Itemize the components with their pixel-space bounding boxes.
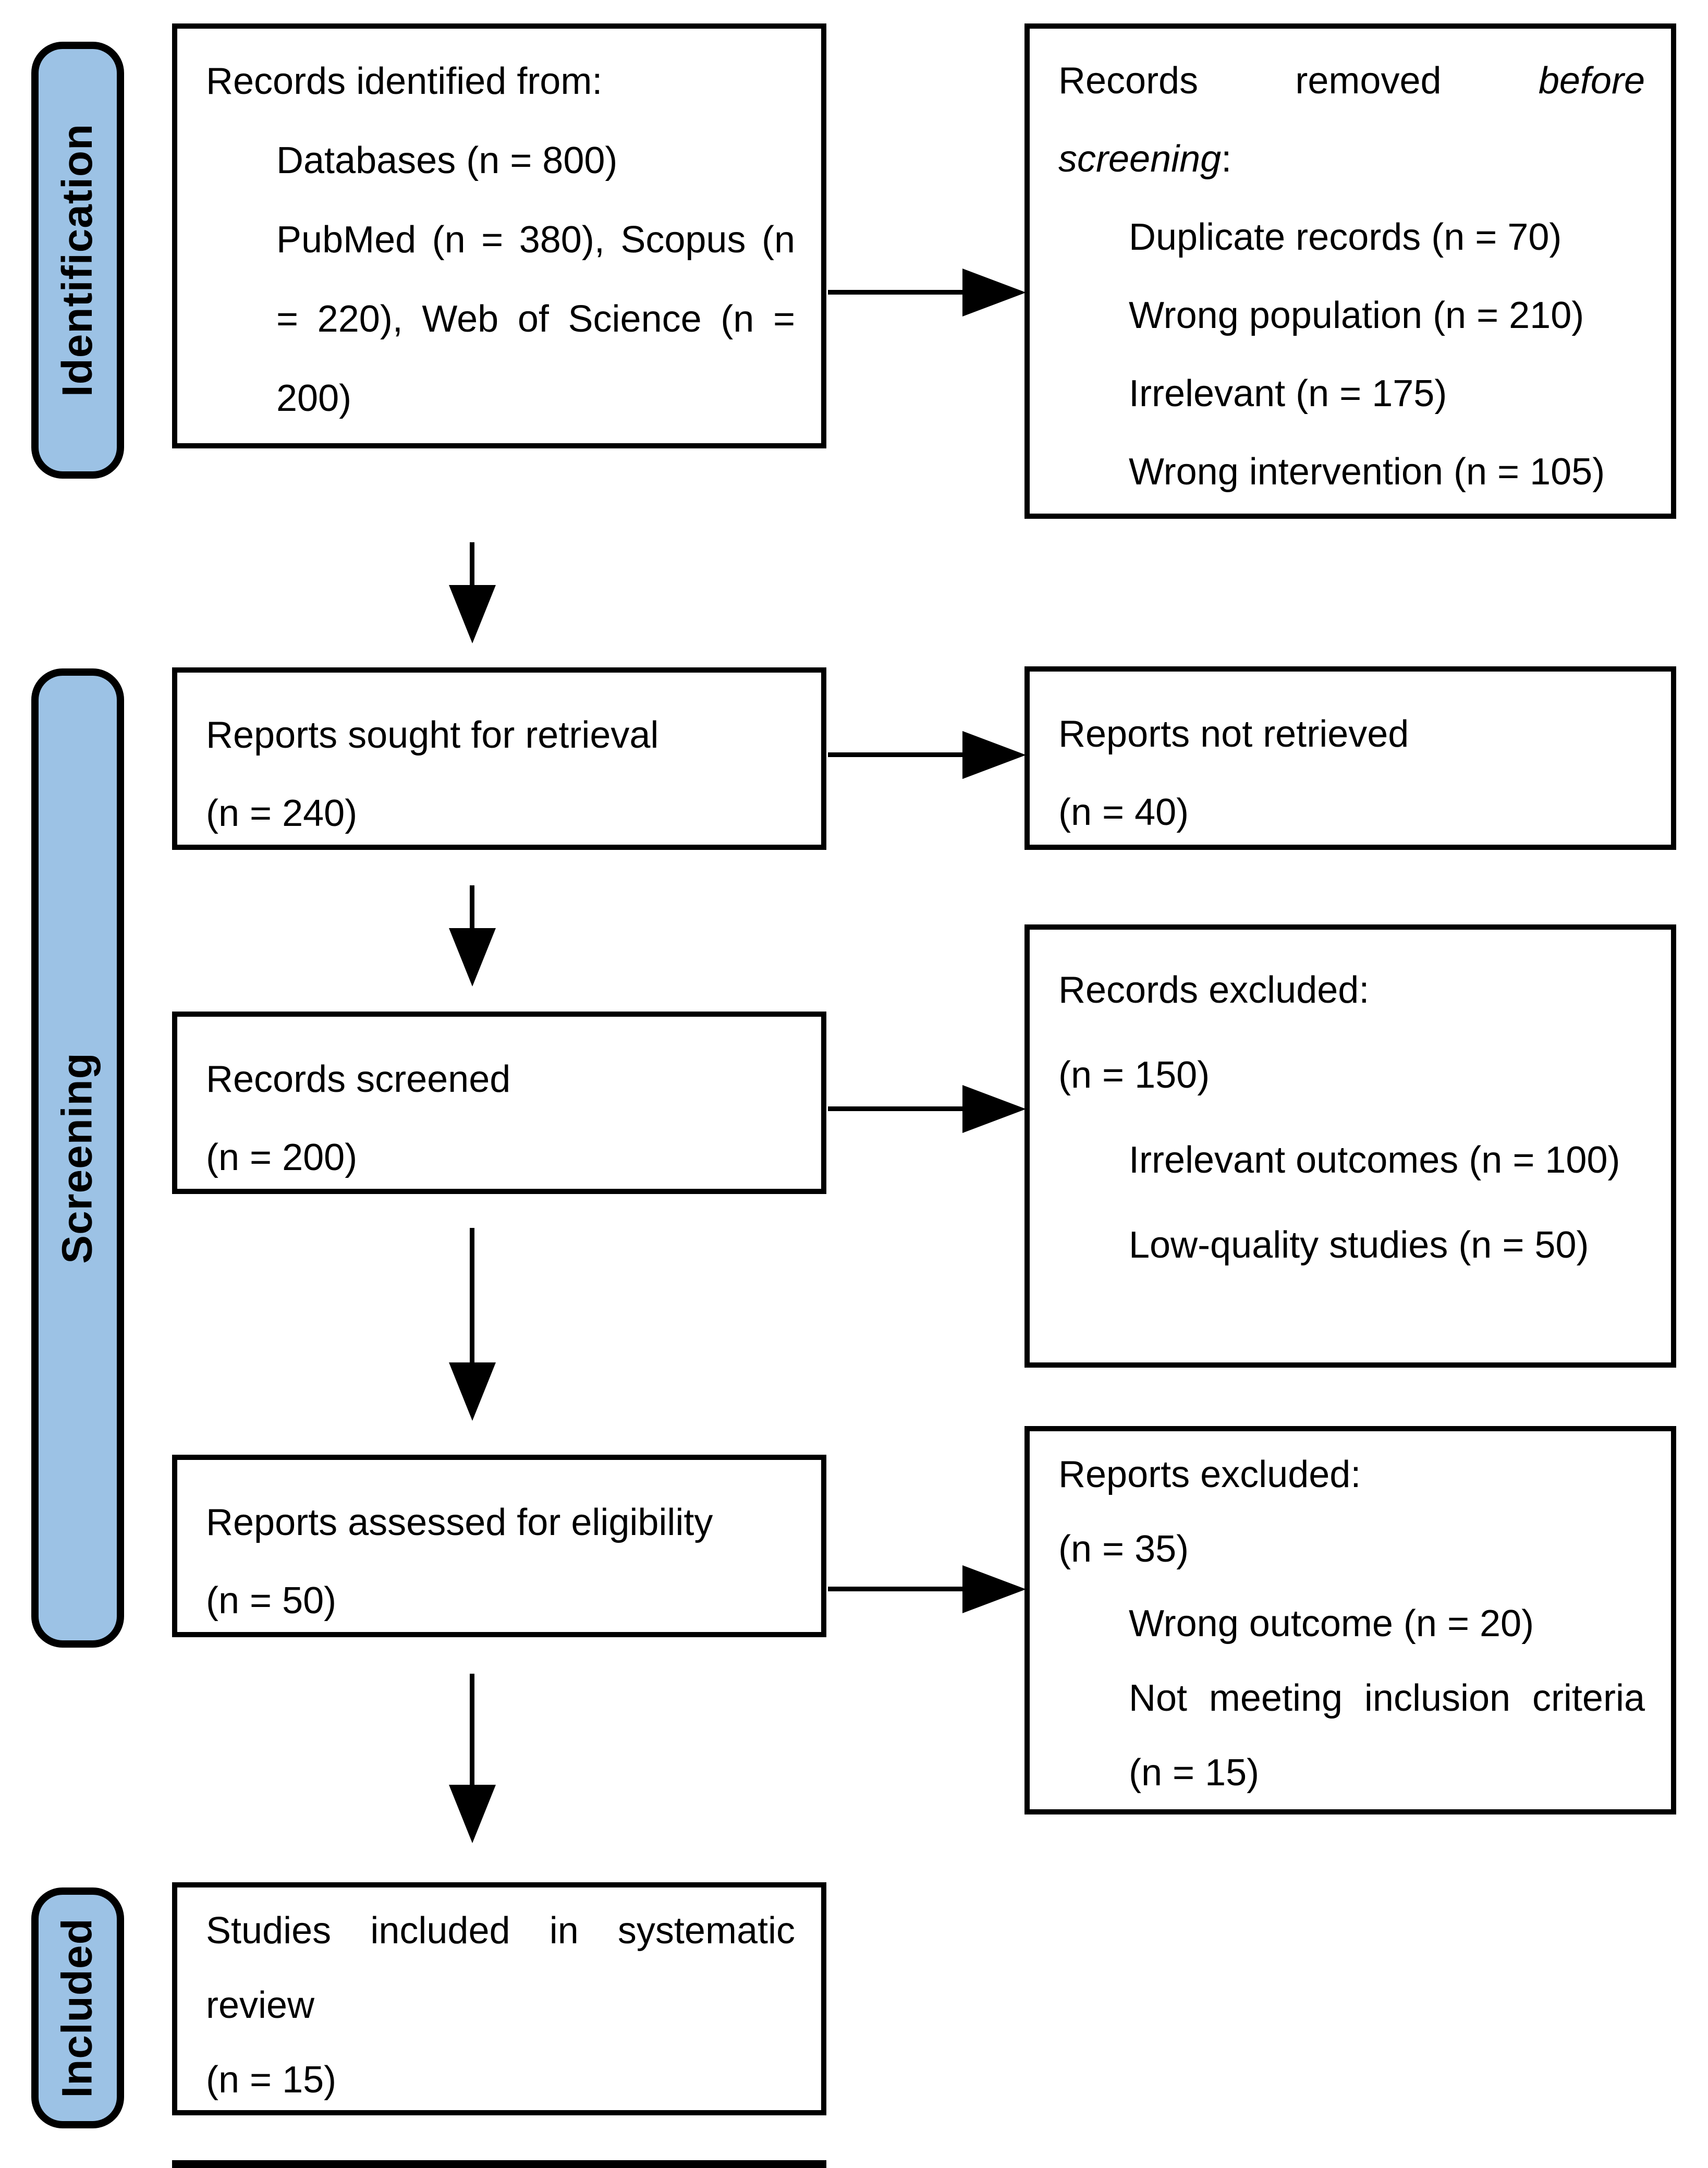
records-removed-irrelevant: Irrelevant (n = 175) [1129, 373, 1447, 415]
studies-included-title-2: review [206, 1984, 315, 2026]
reports-not-retrieved-title: Reports not retrieved [1058, 713, 1409, 755]
box-records-excluded: Records excluded: (n = 150) Irrelevant o… [1024, 924, 1676, 1368]
records-screened-title: Records screened [206, 1058, 511, 1100]
records-excluded-title: Records excluded: [1058, 969, 1370, 1011]
records-removed-title-line2: screening: [1058, 120, 1645, 198]
reports-excluded-not-meeting-criteria: Not meeting inclusion criteria [1129, 1677, 1645, 1719]
records-identified-databases: Databases (n = 800) [276, 140, 618, 181]
stage-label-screening-text: Screening [54, 1052, 101, 1264]
box-studies-included: Studies included in systematic review (n… [172, 1882, 826, 2115]
records-removed-word-records: Records [1058, 60, 1199, 102]
reports-assessed-count: (n = 50) [206, 1580, 337, 1622]
stage-label-identification-text: Identification [54, 123, 101, 397]
arrow-screened-to-assessed [470, 1228, 474, 1362]
stage-label-included: Included [31, 1887, 124, 2128]
records-screened-count: (n = 200) [206, 1137, 358, 1178]
records-identified-sources-3: 200) [276, 377, 352, 419]
arrow-sought-to-not-retrieved [828, 752, 962, 757]
reports-assessed-title: Reports assessed for eligibility [206, 1502, 713, 1543]
records-removed-wrong-population: Wrong population (n = 210) [1129, 295, 1584, 336]
reports-excluded-wrong-outcome: Wrong outcome (n = 20) [1129, 1603, 1534, 1645]
box-records-screened: Records screened (n = 200) [172, 1012, 826, 1194]
records-excluded-count: (n = 150) [1058, 1054, 1210, 1096]
studies-included-count: (n = 15) [206, 2059, 337, 2101]
arrow-sought-to-screened [470, 885, 474, 928]
box-reports-sought: Reports sought for retrieval (n = 240) [172, 667, 826, 850]
box-records-identified: Records identified from: Databases (n = … [172, 23, 826, 448]
box-reports-assessed: Reports assessed for eligibility (n = 50… [172, 1455, 826, 1637]
records-identified-sources-1: PubMed (n = 380), Scopus (n [276, 219, 795, 261]
reports-sought-count: (n = 240) [206, 793, 358, 834]
arrow-assessed-to-excluded [828, 1587, 962, 1591]
reports-sought-title: Reports sought for retrieval [206, 714, 659, 756]
records-removed-colon: : [1221, 138, 1232, 180]
records-identified-title: Records identified from: [206, 60, 603, 102]
reports-not-retrieved-count: (n = 40) [1058, 791, 1189, 833]
box-records-removed: Records removed before screening: Duplic… [1024, 23, 1676, 519]
studies-included-title-1: Studies included in systematic [206, 1910, 795, 1952]
records-removed-word-screening: screening [1058, 138, 1222, 180]
arrow-assessed-to-included [470, 1674, 474, 1785]
stage-label-identification: Identification [31, 42, 124, 479]
arrow-identified-to-removed [828, 290, 962, 295]
reports-excluded-count: (n = 35) [1058, 1528, 1189, 1570]
box-reports-not-retrieved: Reports not retrieved (n = 40) [1024, 666, 1676, 850]
arrow-identified-to-sought [470, 542, 474, 585]
records-removed-word-before: before [1538, 60, 1645, 102]
records-removed-wrong-intervention: Wrong intervention (n = 105) [1129, 451, 1605, 493]
stage-label-screening: Screening [31, 668, 124, 1648]
records-excluded-low-quality: Low-quality studies (n = 50) [1129, 1224, 1589, 1266]
records-removed-duplicates: Duplicate records (n = 70) [1129, 216, 1562, 258]
records-removed-title-line1: Records removed before [1058, 42, 1645, 120]
reports-excluded-title: Reports excluded: [1058, 1454, 1361, 1495]
arrow-screened-to-excluded [828, 1106, 962, 1111]
records-removed-word-removed: removed [1295, 60, 1442, 102]
cutoff-next-box-edge [172, 2160, 826, 2168]
records-identified-sources-2: = 220), Web of Science (n = [276, 298, 795, 340]
box-reports-excluded: Reports excluded: (n = 35) Wrong outcome… [1024, 1426, 1676, 1814]
reports-excluded-criteria-count: (n = 15) [1129, 1752, 1260, 1794]
records-excluded-irrelevant-outcomes: Irrelevant outcomes (n = 100) [1129, 1139, 1620, 1181]
stage-label-included-text: Included [54, 1918, 102, 2098]
